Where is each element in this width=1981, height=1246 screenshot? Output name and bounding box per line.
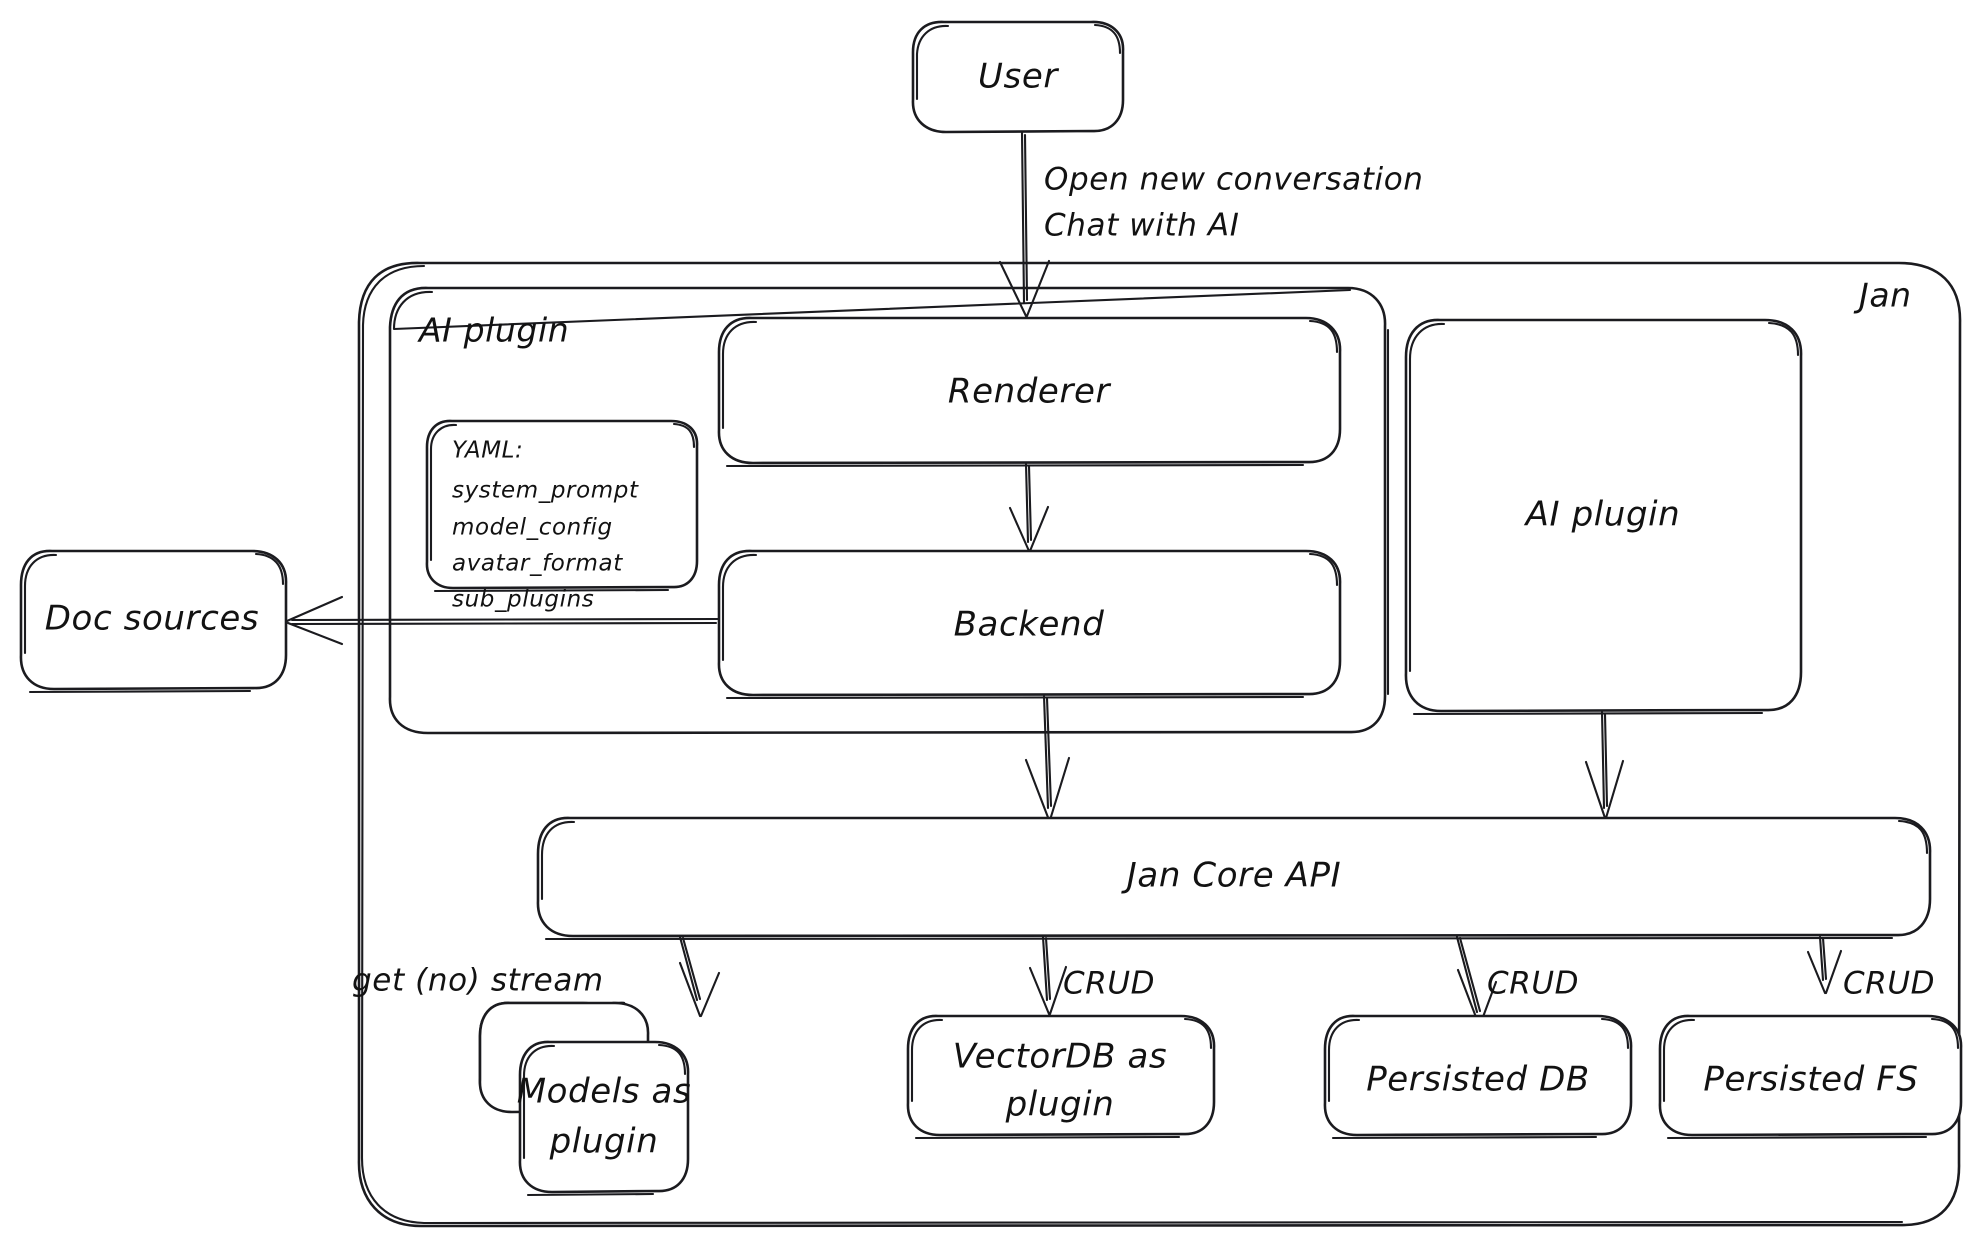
node-doc-sources-label: Doc sources — [45, 599, 259, 639]
node-models-as-plugin-label-line2: plugin — [549, 1122, 659, 1162]
edge-ai-plugin-to-core-api — [1584, 710, 1625, 820]
node-jan-core-api-label: Jan Core API — [1121, 856, 1341, 896]
edge-label-crud-persisted-db: CRUD — [1487, 966, 1579, 1002]
node-vectordb-as-plugin-label-line1: VectorDB as — [953, 1037, 1167, 1077]
node-persisted-fs[interactable]: Persisted FS — [1658, 1014, 1963, 1140]
node-persisted-db[interactable]: Persisted DB — [1323, 1014, 1633, 1140]
node-ai-plugin-label: AI plugin — [1524, 495, 1681, 535]
node-persisted-db-label: Persisted DB — [1366, 1060, 1590, 1100]
container-ai-plugin-group-label: AI plugin — [417, 311, 569, 350]
yaml-key-avatar-format: avatar_format — [452, 551, 623, 577]
edge-label-open-new-conversation: Open new conversation — [1044, 162, 1424, 198]
edge-backend-to-doc-sources — [285, 595, 720, 646]
node-backend[interactable]: Backend — [717, 549, 1342, 700]
node-vectordb-as-plugin-label-line2: plugin — [1005, 1085, 1115, 1125]
edge-user-to-renderer — [998, 131, 1051, 318]
yaml-key-model-config: model_config — [452, 515, 613, 541]
node-user-label: User — [978, 57, 1059, 97]
card-yaml-config[interactable]: YAML: system_prompt model_config avatar_… — [425, 419, 699, 613]
node-backend-label: Backend — [954, 605, 1105, 645]
node-renderer-label: Renderer — [948, 372, 1112, 412]
edge-backend-to-core-api — [1024, 694, 1071, 822]
edge-label-get-no-stream: get (no) stream — [352, 963, 604, 999]
edge-renderer-to-backend — [1008, 462, 1050, 553]
node-models-as-plugin[interactable]: Models as plugin — [478, 1001, 692, 1197]
node-doc-sources[interactable]: Doc sources — [19, 549, 288, 694]
container-jan[interactable] — [357, 261, 1962, 1228]
edge-core-api-to-vectordb — [1028, 935, 1068, 1016]
node-jan-core-api[interactable]: Jan Core API — [536, 816, 1932, 941]
container-ai-plugin-group[interactable] — [388, 286, 1390, 735]
edge-core-api-to-models — [678, 935, 721, 1018]
node-ai-plugin[interactable]: AI plugin — [1404, 318, 1803, 716]
yaml-key-sub-plugins: sub_plugins — [452, 587, 594, 613]
container-jan-label: Jan — [1853, 276, 1912, 315]
edge-core-api-to-persisted-fs — [1806, 935, 1843, 995]
node-vectordb-as-plugin[interactable]: VectorDB as plugin — [906, 1014, 1216, 1140]
edge-label-chat-with-ai: Chat with AI — [1044, 208, 1239, 244]
yaml-key-system-prompt: system_prompt — [452, 478, 639, 504]
edge-label-crud-vectordb: CRUD — [1063, 966, 1155, 1002]
node-user[interactable]: User — [911, 20, 1125, 134]
node-renderer[interactable]: Renderer — [717, 316, 1342, 468]
node-models-as-plugin-label-line1: Models as — [517, 1072, 692, 1112]
node-persisted-fs-label: Persisted FS — [1703, 1060, 1918, 1100]
yaml-heading: YAML: — [452, 438, 523, 464]
edge-label-crud-persisted-fs: CRUD — [1843, 966, 1935, 1002]
